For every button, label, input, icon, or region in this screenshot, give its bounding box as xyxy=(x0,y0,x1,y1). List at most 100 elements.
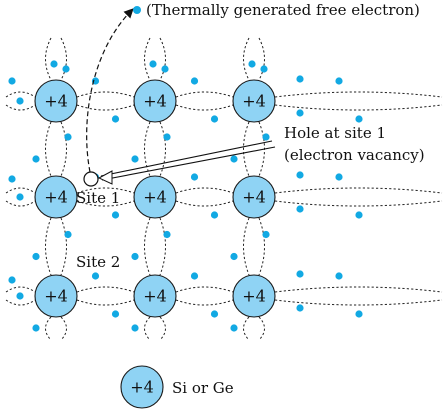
electron xyxy=(355,115,363,123)
electron xyxy=(296,270,304,278)
electron xyxy=(296,171,304,179)
legend-atom: +4 xyxy=(120,365,164,409)
bond-v xyxy=(45,121,52,177)
electron xyxy=(190,173,199,181)
hole-pointer xyxy=(97,140,276,185)
bond-h xyxy=(76,286,135,293)
bond-h xyxy=(274,187,443,194)
bond-h xyxy=(175,91,234,98)
atom-r1-c2: +4 xyxy=(133,79,177,123)
electron xyxy=(163,133,171,141)
bond-v xyxy=(45,217,52,276)
bond-v xyxy=(159,37,166,81)
electron xyxy=(355,310,363,318)
bond-v xyxy=(45,37,52,81)
electron xyxy=(8,175,16,183)
electron xyxy=(131,252,139,261)
atom-r2-c1: +4 xyxy=(34,175,78,219)
bond-v xyxy=(243,316,250,341)
free-electron-label: (Thermally generated free electron) xyxy=(146,1,420,19)
bond-v xyxy=(243,37,250,81)
atom-r1-c3: +4 xyxy=(232,79,276,123)
bond-h xyxy=(175,104,234,111)
atom-charge: +4 xyxy=(242,287,266,306)
bond-v xyxy=(243,217,250,276)
electron xyxy=(16,193,24,201)
atom-charge: +4 xyxy=(44,287,68,306)
bond-v xyxy=(144,217,151,276)
bond-h xyxy=(274,286,443,293)
electron xyxy=(248,60,256,68)
bond-h xyxy=(175,299,234,306)
bond-v xyxy=(60,37,67,81)
bond-h xyxy=(274,91,443,98)
bond-h xyxy=(76,299,135,306)
bond-h xyxy=(274,104,443,111)
electron xyxy=(210,211,219,219)
bond-h xyxy=(76,187,135,194)
free-electron-path xyxy=(86,8,134,173)
site-1-label: Site 1 xyxy=(76,189,120,207)
atom-core xyxy=(34,274,78,318)
bond-h xyxy=(5,91,36,98)
bond-h xyxy=(175,200,234,207)
electron xyxy=(16,97,24,105)
bond-v xyxy=(60,121,67,177)
bond-h xyxy=(274,200,443,207)
atom-charge: +4 xyxy=(242,188,266,207)
electron xyxy=(62,65,70,73)
electron xyxy=(210,115,219,123)
atom-charge: +4 xyxy=(143,287,167,306)
bond-v xyxy=(144,121,151,177)
electron xyxy=(32,155,40,163)
atom-r1-c1: +4 xyxy=(34,79,78,123)
atom-core xyxy=(232,175,276,219)
electron xyxy=(32,324,40,332)
bond-h xyxy=(5,286,36,293)
atom-r3-c1: +4 xyxy=(34,274,78,318)
electron xyxy=(111,115,120,123)
bond-v xyxy=(45,316,52,341)
atom-r2-c3: +4 xyxy=(232,175,276,219)
hole-label-line1: Hole at site 1 xyxy=(284,124,386,142)
electron xyxy=(262,133,270,141)
bond-h xyxy=(5,299,36,306)
electron xyxy=(296,304,304,312)
electron xyxy=(230,155,238,163)
electron xyxy=(335,173,343,181)
electron xyxy=(91,272,100,280)
bond-v xyxy=(60,316,67,341)
electron xyxy=(296,109,304,117)
electron xyxy=(131,324,139,332)
electron xyxy=(335,77,343,85)
electron xyxy=(50,60,58,68)
electron xyxy=(355,211,363,219)
electron xyxy=(335,272,343,280)
atom-charge: +4 xyxy=(143,188,167,207)
hole-label-line2: (electron vacancy) xyxy=(284,146,425,164)
bond-h xyxy=(76,91,135,98)
bond-h xyxy=(76,200,135,207)
electron xyxy=(32,252,40,261)
electron xyxy=(64,133,72,141)
legend-label: Si or Ge xyxy=(172,379,234,397)
atom-charge: +4 xyxy=(44,188,68,207)
bond-v xyxy=(144,37,151,81)
electron xyxy=(296,205,304,213)
electron xyxy=(210,310,219,318)
bond-v xyxy=(159,121,166,177)
bond-h xyxy=(5,200,36,207)
atom-core xyxy=(133,274,177,318)
hole-site-1 xyxy=(83,171,99,187)
site-2-label: Site 2 xyxy=(76,253,120,271)
atom-r3-c2: +4 xyxy=(133,274,177,318)
atom-core xyxy=(232,274,276,318)
electron xyxy=(163,230,171,239)
electron xyxy=(296,75,304,83)
electron xyxy=(161,65,169,73)
atom-core xyxy=(34,79,78,123)
covalent-bonds xyxy=(5,37,443,341)
electron xyxy=(111,310,120,318)
bond-v xyxy=(243,121,250,177)
atom-r2-c2: +4 xyxy=(133,175,177,219)
